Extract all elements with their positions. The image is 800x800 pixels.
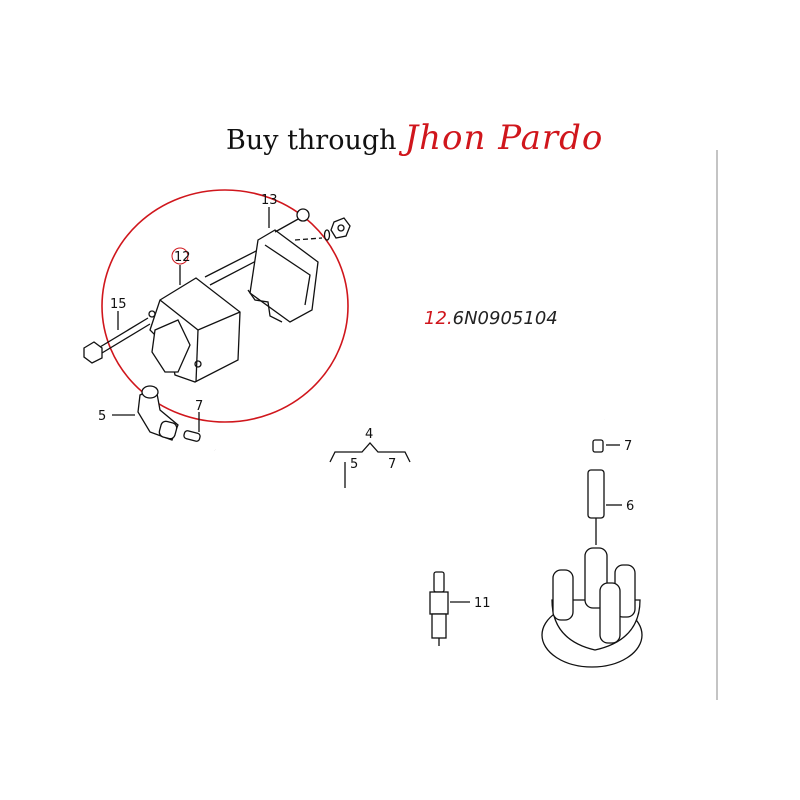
spark-plug [429, 571, 449, 646]
part-number-label: 12.6N0905104 [424, 308, 558, 329]
callout-4-5: 5 [350, 457, 358, 472]
callout-4-7: 7 [388, 457, 396, 472]
callout-4: 4 [365, 427, 373, 442]
callout-6: 6 [626, 499, 634, 514]
callout-15: 15 [110, 297, 127, 312]
control-module [247, 208, 351, 323]
callout-12: 12 [174, 250, 191, 265]
title-prefix: Buy through [226, 125, 397, 156]
callout-13: 13 [261, 193, 278, 208]
ignition-coil [148, 247, 263, 383]
callout-bracket [329, 442, 411, 463]
part-code: 6N0905104 [452, 308, 558, 329]
brand-name: Jhon Pardo [404, 118, 604, 158]
callout-leaders [112, 207, 622, 603]
callout-7: 7 [195, 399, 203, 414]
plug-connector [137, 385, 201, 442]
callout-12-ring [171, 247, 189, 265]
bolt [83, 317, 151, 364]
callout-7-right: 7 [624, 439, 632, 454]
distributor-cap [541, 547, 643, 668]
part-index: 12. [424, 308, 453, 329]
highlight-circle [101, 189, 349, 423]
callout-5: 5 [98, 409, 106, 424]
callout-11: 11 [474, 596, 491, 611]
spark-plug-connector [587, 439, 605, 545]
